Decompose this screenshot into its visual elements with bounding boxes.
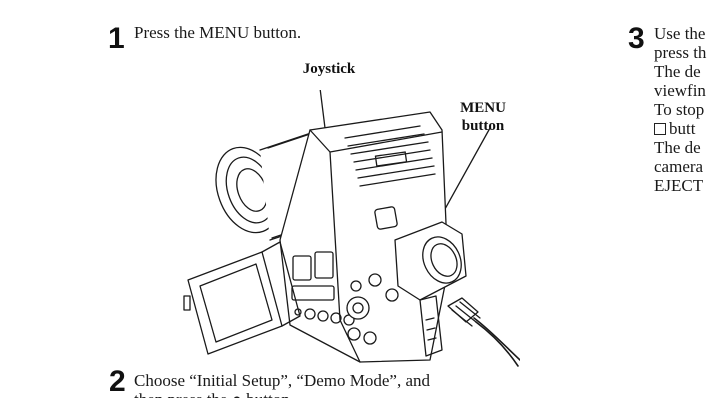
callout-joystick: Joystick (302, 61, 356, 77)
step-3-line: Use the (654, 24, 706, 43)
step-3-line: press th (654, 43, 707, 62)
step-2-text-line2: then press the ● button. (134, 390, 294, 409)
joystick-icon (346, 296, 370, 320)
callout-menu-button: MENU button (448, 99, 518, 135)
step-1-number: 1 (108, 22, 125, 55)
square-button-icon (654, 123, 666, 135)
step-2-text-line1: Choose “Initial Setup”, “Demo Mode”, and (134, 371, 431, 390)
menu-button-icon (385, 288, 399, 302)
camcorder-illustration (183, 90, 520, 367)
step-3-line: The de (654, 138, 701, 157)
step-3-line-with-icon: butt (654, 119, 721, 138)
step-3-line: EJECT (654, 176, 704, 195)
step-3-line: butt (669, 119, 696, 138)
step-3-line: To stop (654, 100, 705, 119)
step-3-line: camera (654, 157, 704, 176)
step-3-number: 3 (628, 22, 645, 55)
viewfinder (394, 221, 467, 301)
lcd-screen (187, 251, 283, 355)
step-3-text: Use the press th The de viewfin To stop … (654, 24, 721, 195)
step-3-line: The de (654, 62, 701, 81)
step-2-number: 2 (109, 365, 126, 398)
callout-menu-line2: button (461, 118, 505, 134)
callout-menu-line1: MENU (460, 100, 506, 116)
step-1-text: Press the MENU button. (134, 23, 302, 42)
step-3-line: viewfin (654, 81, 706, 100)
